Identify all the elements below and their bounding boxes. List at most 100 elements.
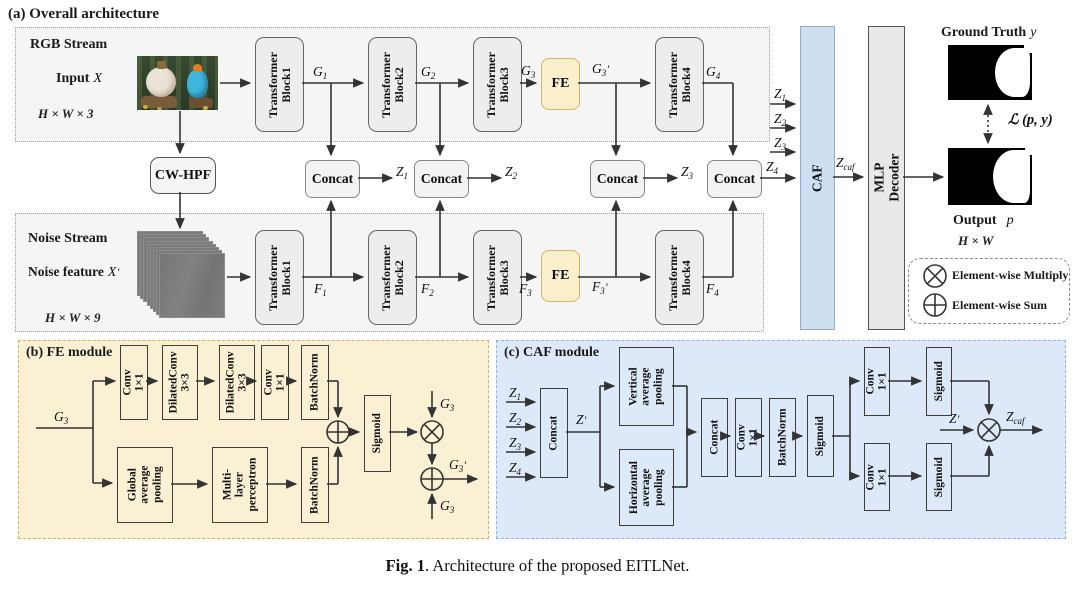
noise-transformer-block3: Transformer Block3 (473, 230, 522, 325)
rgb-transformer-block1: Transformer Block1 (255, 37, 304, 132)
label-zcaf: Zcaf (836, 155, 855, 172)
fe-module-panel (18, 340, 489, 539)
cw-hpf-label: CW-HPF (154, 167, 212, 183)
concat-label: Concat (713, 171, 756, 186)
concat-label: Concat (596, 171, 639, 186)
ground-truth-label: Ground Truth y (941, 23, 1036, 41)
stump-left (141, 96, 177, 108)
label-c-zcaf-out: Zcaf (1006, 409, 1025, 426)
box-label: BatchNorm (308, 353, 321, 412)
caption-number: Fig. 1 (385, 556, 426, 575)
label-c-zprime-1: Z′ (576, 412, 588, 427)
c-vertical-pool-box: Vertical average pooling (619, 347, 674, 426)
noise-transformer-block4: Transformer Block4 (655, 230, 704, 325)
label-g4: G4 (706, 64, 721, 81)
c-conv-mid-box: Conv 1×1 (735, 398, 762, 477)
var-x: X (93, 71, 103, 86)
output-label: Output p (953, 211, 1014, 229)
box-label: Conv 1×1 (121, 369, 147, 396)
label-b-g3-bottom: G3 (440, 498, 455, 515)
box-label: BatchNorm (776, 408, 789, 467)
cw-hpf-block: CW-HPF (150, 157, 216, 194)
mlp-decoder-column: MLP Decoder (868, 26, 905, 330)
legend-sum-label: Element-wise Sum (952, 298, 1047, 312)
label-z1-out: Z1 (396, 164, 409, 181)
concat-label: Concat (420, 171, 463, 186)
label-b-g3-in: G3 (54, 409, 69, 426)
concat-block-4: Concat (707, 160, 762, 198)
label-g1: G1 (313, 64, 328, 81)
label-z3-out: Z3 (681, 164, 694, 181)
input-label: Input X (56, 69, 103, 87)
label-f3-prime: F3′ (592, 279, 609, 296)
box-label: Sigmoid (814, 415, 827, 457)
label-g2: G2 (421, 64, 436, 81)
c-concat-in-box: Concat (540, 388, 568, 478)
label-b-g3-top: G3 (440, 396, 455, 413)
box-label: Conv 1×1 (864, 368, 890, 395)
label-z1-caf: Z1 (774, 86, 787, 103)
input-image (137, 56, 218, 110)
label-c-zprime-2: Z′ (949, 411, 961, 426)
label-g3-prime: G3′ (592, 61, 610, 78)
concat-block-2: Concat (414, 160, 469, 198)
output-word: Output (953, 213, 997, 228)
box-label: Conv 1×1 (262, 369, 288, 396)
noise-fe-block: FE (541, 250, 580, 302)
label-z2-out: Z2 (505, 164, 518, 181)
legend-multiply-label: Element-wise Multiply (952, 268, 1069, 282)
box-label: Concat (547, 415, 560, 451)
b-conv2-box: Conv 1×1 (261, 345, 289, 420)
block-label: Transformer Block1 (265, 51, 293, 118)
c-conv-top-box: Conv 1×1 (864, 347, 890, 416)
label-c-z1: Z1 (509, 385, 522, 402)
rgb-transformer-block2: Transformer Block2 (368, 37, 417, 132)
label-c-z3: Z3 (509, 435, 522, 452)
b-mlp-box: Multi-layer perceptron (212, 447, 268, 523)
rgb-transformer-block4: Transformer Block4 (655, 37, 704, 132)
figure-caption: Fig. 1. Architecture of the proposed EIT… (0, 556, 1075, 576)
label-z2-caf: Z2 (774, 111, 787, 128)
box-label: DilatedConv 3×3 (167, 351, 193, 414)
c-sigmoid-top-box: Sigmoid (926, 347, 952, 416)
c-horizontal-pool-box: Horizontal average pooling (619, 449, 674, 526)
block-label: Transformer Block4 (665, 51, 693, 118)
blue-character (187, 69, 208, 98)
box-label: BatchNorm (308, 456, 321, 514)
output-image (948, 148, 1032, 205)
b-sigmoid-box: Sigmoid (364, 395, 391, 472)
b-dilatedconv2-box: DilatedConv 3×3 (219, 345, 255, 420)
c-concat-mid-box: Concat (701, 398, 728, 477)
flowers (143, 105, 148, 109)
stump-right (189, 98, 213, 108)
rgb-fe-block: FE (541, 58, 580, 110)
label-loss: ℒ (p, y) (1008, 112, 1053, 128)
box-label: Sigmoid (371, 413, 384, 454)
block-label: Transformer Block4 (665, 244, 693, 311)
noise-dims: H × W × 9 (45, 310, 101, 325)
box-label: Global average pooling (126, 465, 164, 505)
fe-label: FE (551, 268, 570, 283)
label-c-z2: Z2 (509, 410, 522, 427)
output-mask-corner (1025, 148, 1032, 156)
rgb-transformer-block3: Transformer Block3 (473, 37, 522, 132)
label-b-g3-prime-out: G3′ (449, 457, 467, 474)
box-label: Horizontal average pooling (627, 460, 665, 515)
character-cap (157, 61, 166, 69)
noise-feature-label: Noise feature X′ (28, 263, 120, 281)
b-gap-box: Global average pooling (117, 447, 173, 523)
caption-text: . Architecture of the proposed EITLNet. (425, 556, 690, 575)
c-conv-bottom-box: Conv 1×1 (864, 443, 890, 511)
panel-c-title: (c) CAF module (504, 345, 600, 360)
label-f2: F2 (421, 281, 434, 298)
caf-module-panel (496, 340, 1066, 539)
panel-b-title: (b) FE module (26, 345, 113, 360)
output-mask-blob (992, 150, 1031, 203)
box-label: Conv 1×1 (864, 463, 890, 491)
block-label: Transformer Block2 (378, 51, 406, 118)
fe-label: FE (551, 76, 570, 91)
var-xp: X′ (107, 265, 121, 280)
noise-transformer-block2: Transformer Block2 (368, 230, 417, 325)
block-label: Transformer Block3 (483, 244, 511, 311)
